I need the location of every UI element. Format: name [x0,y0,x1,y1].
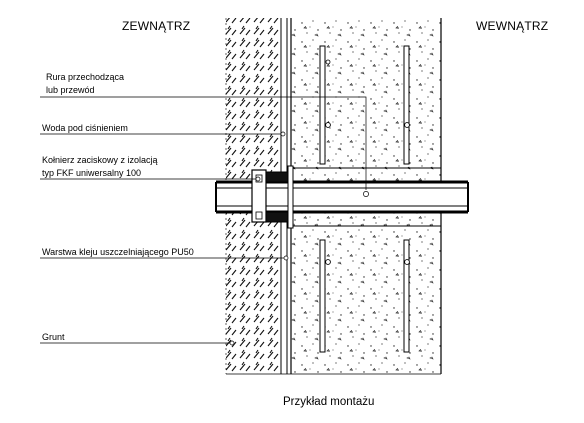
callout-pipe-line2: lub przewód [46,85,95,95]
callout-flange-line2: typ FKF uniwersalny 100 [42,168,141,178]
outside-label: ZEWNĄTRZ [122,19,190,33]
callout-soil: Grunt [42,332,65,342]
callout-water: Woda pod ciśnieniem [42,123,128,133]
callout-pipe-line1: Rura przechodząca [46,72,124,82]
inside-label: WEWNĄTRZ [476,19,548,33]
callout-leaders [40,96,369,346]
callout-adhesive: Warstwa kleju uszczelniającego PU50 [42,247,194,257]
caption: Przykład montażu [283,396,374,408]
callout-flange-line1: Kołnierz zaciskowy z izolacją [42,155,158,165]
